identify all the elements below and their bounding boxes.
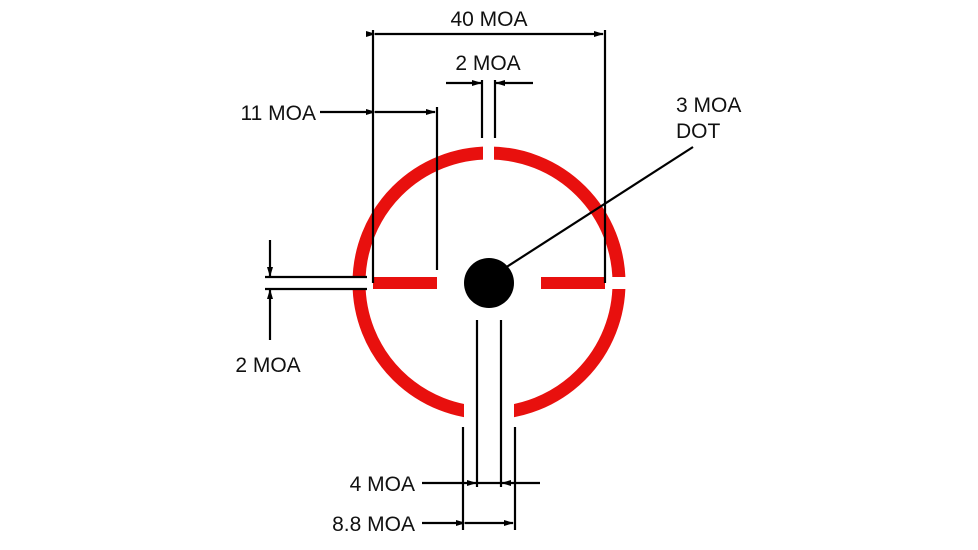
- label-8-8moa: 8.8 MOA: [332, 513, 415, 536]
- label-4moa: 4 MOA: [350, 473, 415, 496]
- label-side-gap: 2 MOA: [235, 354, 300, 377]
- right-bar: [541, 277, 605, 289]
- label-11moa: 11 MOA: [241, 102, 316, 125]
- label-40moa: 40 MOA: [450, 8, 527, 31]
- label-top-gap: 2 MOA: [455, 52, 520, 75]
- center-dot: [464, 258, 514, 308]
- label-dot-size: 3 MOA: [676, 94, 741, 117]
- label-dot: DOT: [676, 120, 721, 143]
- dot-leader: [504, 146, 694, 269]
- left-bar: [373, 277, 437, 289]
